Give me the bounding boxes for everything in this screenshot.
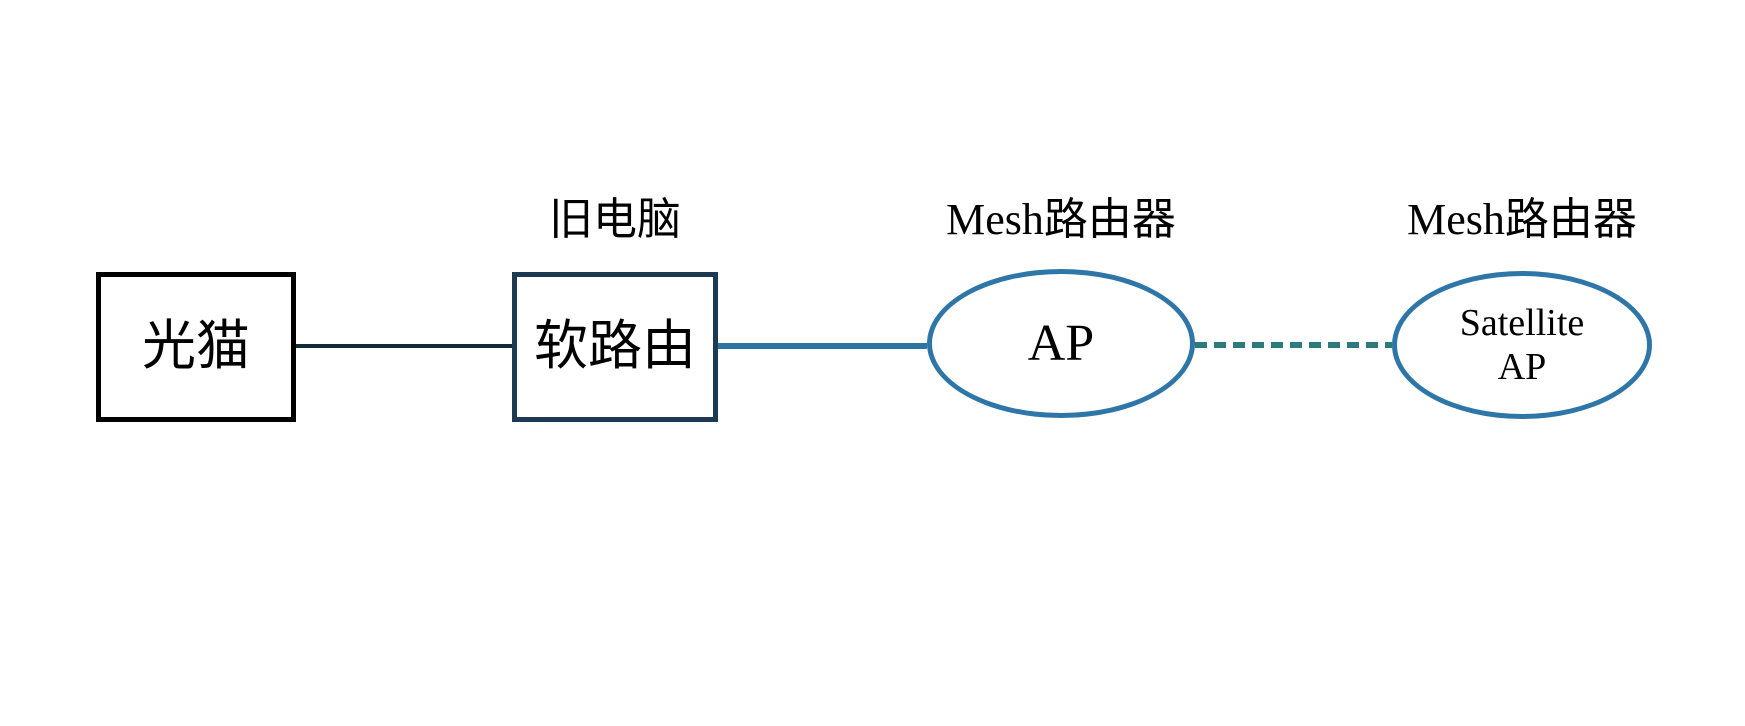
node-ap: AP bbox=[927, 269, 1195, 418]
edge-soft-router-to-ap bbox=[718, 343, 927, 349]
node-satellite-ap: Satellite AP bbox=[1392, 271, 1652, 419]
node-soft-router-label: 软路由 bbox=[534, 316, 696, 377]
label-mesh-router-satellite: Mesh路由器 bbox=[1407, 195, 1637, 244]
node-satellite-ap-label-line2: AP bbox=[1497, 346, 1547, 388]
node-soft-router: 软路由 bbox=[512, 272, 718, 422]
node-optical-modem-label: 光猫 bbox=[142, 316, 250, 377]
node-ap-label: AP bbox=[1027, 314, 1095, 372]
label-old-pc: 旧电脑 bbox=[549, 195, 681, 244]
label-mesh-router-ap: Mesh路由器 bbox=[946, 195, 1176, 244]
node-satellite-ap-label-line1: Satellite bbox=[1459, 301, 1585, 344]
edge-modem-to-soft-router bbox=[296, 344, 512, 348]
node-optical-modem: 光猫 bbox=[96, 272, 296, 422]
edge-ap-to-satellite-ap-dashed bbox=[1195, 342, 1392, 348]
